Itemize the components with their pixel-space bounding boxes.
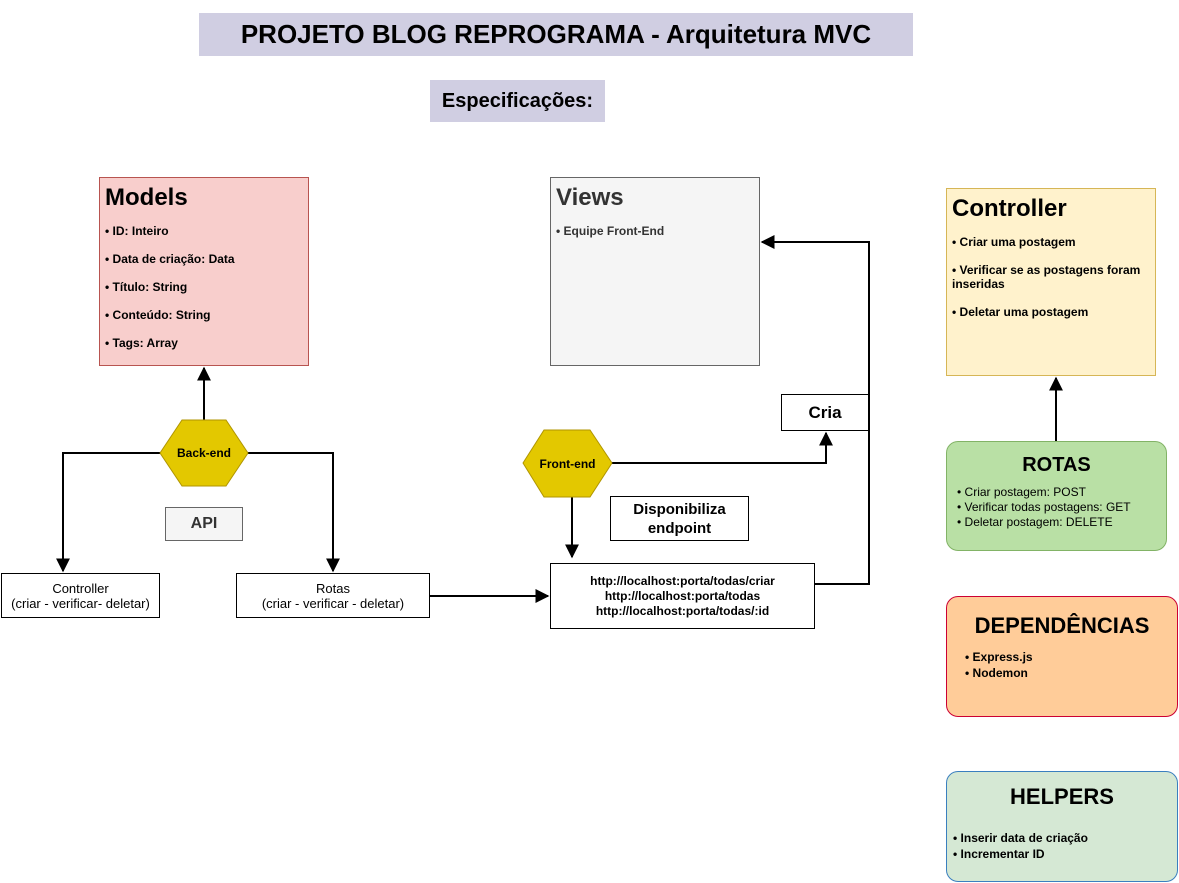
- list-item: • Criar uma postagem: [952, 235, 1076, 249]
- controller-box-subtitle: (criar - verificar- deletar): [11, 595, 150, 611]
- views-title: Views: [556, 184, 624, 211]
- list-item: • Inserir data de criação: [953, 831, 1088, 845]
- api-label: API: [165, 507, 243, 541]
- list-item: • Nodemon: [965, 666, 1028, 680]
- views-list: • Equipe Front-End: [556, 224, 754, 238]
- endpoint-url: http://localhost:porta/todas/criar: [590, 573, 775, 588]
- disponibiliza-line2: endpoint: [647, 519, 712, 537]
- arrow-backend-to-controller: [56, 452, 160, 573]
- arrow-urls-to-views: [760, 235, 870, 585]
- disponibiliza-box: Disponibiliza endpoint: [610, 496, 749, 541]
- list-item: • Tags: Array: [105, 336, 178, 350]
- cria-box: Cria: [781, 394, 869, 431]
- endpoint-url: http://localhost:porta/todas: [604, 588, 761, 603]
- arrow-frontend-to-cria: [612, 431, 833, 464]
- frontend-hexagon: [522, 429, 613, 498]
- list-item: • Título: String: [105, 280, 188, 294]
- list-item: • Equipe Front-End: [556, 224, 665, 238]
- list-item: • Incrementar ID: [953, 847, 1045, 861]
- list-item: • ID: Inteiro: [105, 224, 169, 238]
- endpoints-box: http://localhost:porta/todas/criar http:…: [550, 563, 815, 629]
- backend-hexagon: [159, 419, 249, 487]
- list-item: • Verificar todas postagens: GET: [957, 500, 1131, 514]
- views-card: Views • Equipe Front-End: [550, 177, 760, 366]
- dependencias-list: • Express.js • Nodemon: [947, 649, 1177, 681]
- controller-list: • Criar uma postagem • Verificar se as p…: [952, 235, 1150, 319]
- list-item: • Express.js: [965, 650, 1033, 664]
- helpers-title: HELPERS: [1010, 784, 1114, 809]
- list-item: • Criar postagem: POST: [957, 485, 1086, 499]
- rotas-title: ROTAS: [1022, 454, 1091, 476]
- page-title: PROJETO BLOG REPROGRAMA - Arquitetura MV…: [199, 13, 913, 56]
- backend-label: Back-end: [176, 446, 232, 460]
- specifications-label: Especificações:: [430, 80, 605, 122]
- disponibiliza-line1: Disponibiliza: [633, 500, 726, 518]
- models-list: • ID: Inteiro • Data de criação: Data • …: [105, 224, 303, 350]
- dependencias-card: DEPENDÊNCIAS • Express.js • Nodemon: [946, 596, 1178, 717]
- helpers-card: HELPERS • Inserir data de criação • Incr…: [946, 771, 1178, 882]
- rotas-card: ROTAS • Criar postagem: POST • Verificar…: [946, 441, 1167, 551]
- models-card: Models • ID: Inteiro • Data de criação: …: [99, 177, 309, 366]
- list-item: • Data de criação: Data: [105, 252, 235, 266]
- rotas-list: • Criar postagem: POST • Verificar todas…: [947, 485, 1166, 530]
- controller-box: Controller (criar - verificar- deletar): [1, 573, 160, 618]
- models-title: Models: [105, 184, 188, 211]
- list-item: • Verificar se as postagens foram inseri…: [952, 263, 1141, 291]
- arrow-backend-to-rotas: [248, 452, 340, 573]
- rotas-box-title: Rotas: [316, 580, 350, 596]
- list-item: • Deletar uma postagem: [952, 305, 1089, 319]
- helpers-list: • Inserir data de criação • Incrementar …: [947, 830, 1177, 862]
- frontend-label: Front-end: [539, 456, 596, 471]
- controller-card: Controller • Criar uma postagem • Verifi…: [946, 188, 1156, 376]
- rotas-box-subtitle: (criar - verificar - deletar): [261, 595, 405, 611]
- list-item: • Deletar postagem: DELETE: [957, 515, 1113, 529]
- list-item: • Conteúdo: String: [105, 308, 211, 322]
- endpoint-url: http://localhost:porta/todas/:id: [595, 603, 770, 618]
- rotas-box: Rotas (criar - verificar - deletar): [236, 573, 430, 618]
- dependencias-title: DEPENDÊNCIAS: [974, 613, 1150, 638]
- controller-box-title: Controller: [52, 580, 109, 596]
- controller-title: Controller: [952, 195, 1067, 222]
